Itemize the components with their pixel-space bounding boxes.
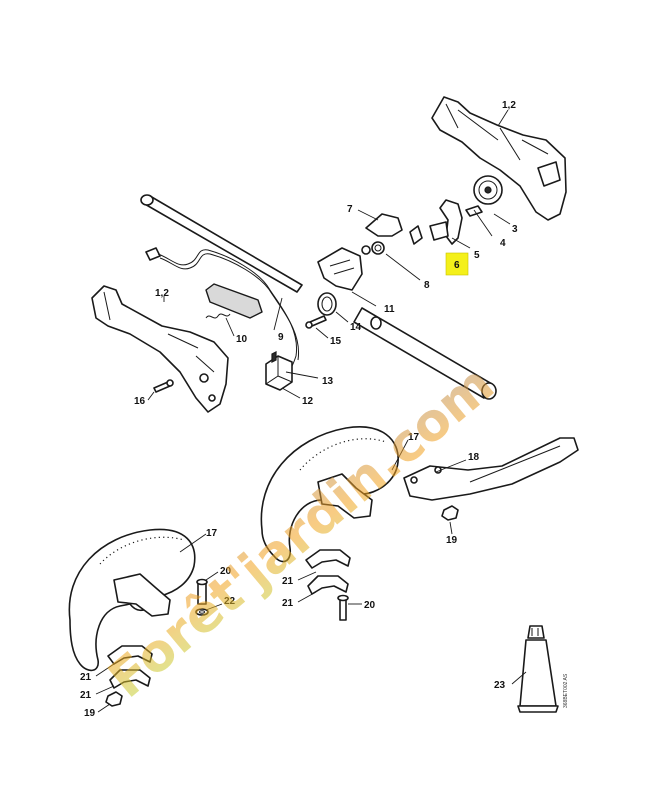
part-7-lever bbox=[365, 213, 423, 245]
part-12-switch bbox=[265, 351, 293, 391]
callout-13[interactable]: 13 bbox=[322, 376, 334, 387]
callout-10[interactable]: 10 bbox=[236, 334, 248, 345]
part-8-spring bbox=[361, 241, 385, 255]
arm-bracket bbox=[403, 437, 579, 501]
part-5-trigger bbox=[429, 199, 463, 245]
part-19-nut-right bbox=[441, 505, 459, 521]
callout-5[interactable]: 5 bbox=[474, 250, 480, 261]
leader-lines bbox=[95, 109, 527, 713]
callout-11[interactable]: 11 bbox=[384, 304, 395, 315]
callout-15[interactable]: 15 bbox=[330, 336, 342, 347]
loop-handle-upper bbox=[260, 426, 399, 563]
part-21-clamps-lower bbox=[107, 645, 153, 689]
callout-20-left[interactable]: 20 bbox=[220, 566, 232, 577]
callout-labels: 1,2 3 4 5 6 7 8 9 10 11 12 13 14 15 16 1… bbox=[80, 100, 518, 719]
part-21-clamps-upper bbox=[305, 549, 351, 595]
part-15-screw bbox=[305, 315, 327, 329]
loop-handle-lower bbox=[68, 528, 196, 672]
highlight-box bbox=[445, 252, 469, 276]
part-9-switch bbox=[205, 283, 263, 319]
part-16-screw bbox=[153, 379, 174, 393]
callout-8[interactable]: 8 bbox=[424, 280, 430, 291]
callout-21-a[interactable]: 21 bbox=[282, 576, 294, 587]
handle-housing-right bbox=[431, 96, 567, 221]
callout-1-2-left[interactable]: 1,2 bbox=[155, 288, 169, 299]
callout-19-lower[interactable]: 19 bbox=[84, 708, 96, 719]
callout-3[interactable]: 3 bbox=[512, 224, 518, 235]
part-14-ring bbox=[317, 292, 382, 330]
callout-22[interactable]: 22 bbox=[224, 596, 236, 607]
callout-20-right[interactable]: 20 bbox=[364, 600, 376, 611]
part-20-bolt-right bbox=[337, 594, 349, 621]
part-10-spring bbox=[205, 313, 231, 319]
wire-harness bbox=[145, 247, 300, 373]
drawing-code: 368BET002 AS bbox=[563, 673, 569, 708]
callout-9[interactable]: 9 bbox=[278, 332, 284, 343]
part-23-grease-tube bbox=[517, 625, 559, 713]
callout-21-d[interactable]: 21 bbox=[80, 690, 92, 701]
callout-14[interactable]: 14 bbox=[350, 322, 362, 333]
callout-6[interactable]: 6 bbox=[454, 260, 460, 271]
callout-18[interactable]: 18 bbox=[468, 452, 480, 463]
callout-7[interactable]: 7 bbox=[347, 204, 353, 215]
callout-19-right[interactable]: 19 bbox=[446, 535, 458, 546]
shaft-tube bbox=[140, 194, 497, 400]
callout-21-b[interactable]: 21 bbox=[282, 598, 294, 609]
callout-16[interactable]: 16 bbox=[134, 396, 146, 407]
part-19-nut-lower bbox=[105, 691, 123, 707]
part-11-bracket bbox=[317, 247, 363, 291]
part-22-washer bbox=[195, 608, 209, 616]
callout-17-lower[interactable]: 17 bbox=[206, 528, 218, 539]
callout-21-c[interactable]: 21 bbox=[80, 672, 92, 683]
callout-12[interactable]: 12 bbox=[302, 396, 314, 407]
part-4-pin bbox=[465, 205, 483, 217]
callout-23[interactable]: 23 bbox=[494, 680, 506, 691]
callout-4[interactable]: 4 bbox=[500, 238, 506, 249]
handle-housing-left bbox=[91, 285, 229, 413]
callout-1-2-right[interactable]: 1,2 bbox=[502, 100, 516, 111]
callout-17-upper[interactable]: 17 bbox=[408, 432, 420, 443]
part-20-bolt-vertical bbox=[196, 578, 208, 605]
